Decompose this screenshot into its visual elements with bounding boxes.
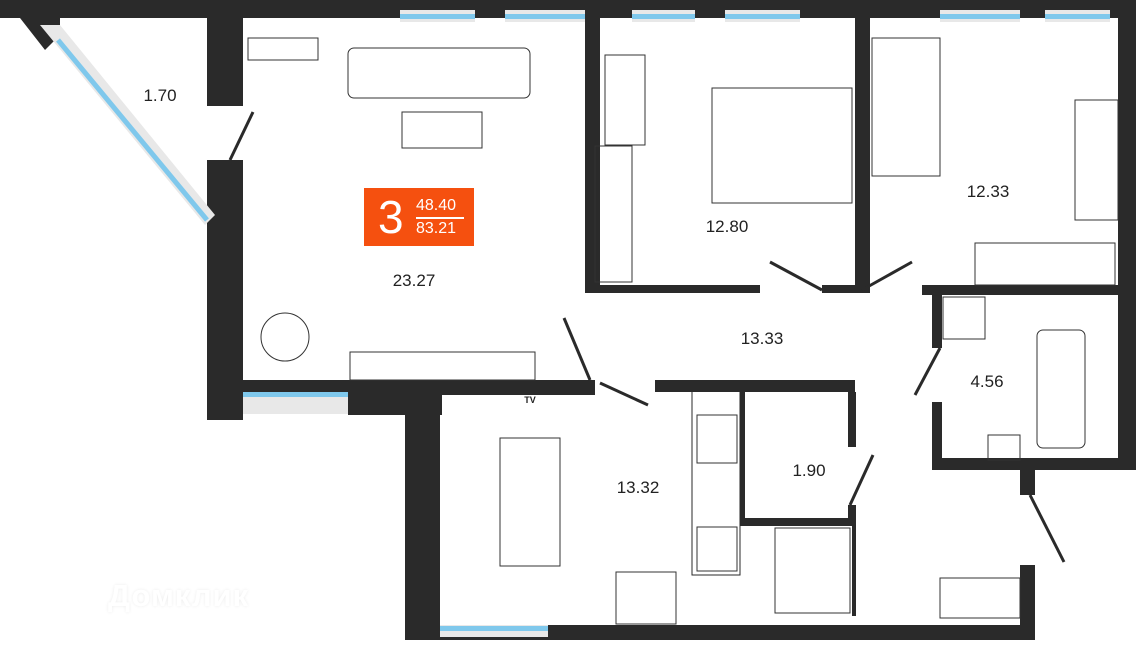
furniture <box>247 37 1119 625</box>
room-area-bathroom: 4.56 <box>970 372 1004 391</box>
room-area-hallway: 13.33 <box>740 329 784 348</box>
total-area: 83.21 <box>416 220 457 237</box>
room-area-living-room: 23.27 <box>392 271 436 290</box>
room-area-bedroom-2: 12.33 <box>966 182 1010 201</box>
room-area-balcony: 1.70 <box>143 86 177 105</box>
room-area-toilet: 1.90 <box>792 461 826 480</box>
apartment-badge: 3 48.40 83.21 <box>364 188 474 246</box>
room-area-bedroom-1: 12.80 <box>705 217 749 236</box>
doors <box>228 111 1066 563</box>
tv-label: TV <box>524 395 536 405</box>
rooms-count: 3 <box>378 191 404 243</box>
badge-divider <box>416 217 464 219</box>
windows <box>40 10 1110 637</box>
watermark: Домклик <box>108 578 250 613</box>
room-area-kitchen: 13.32 <box>616 478 660 497</box>
living-area: 48.40 <box>416 197 457 214</box>
